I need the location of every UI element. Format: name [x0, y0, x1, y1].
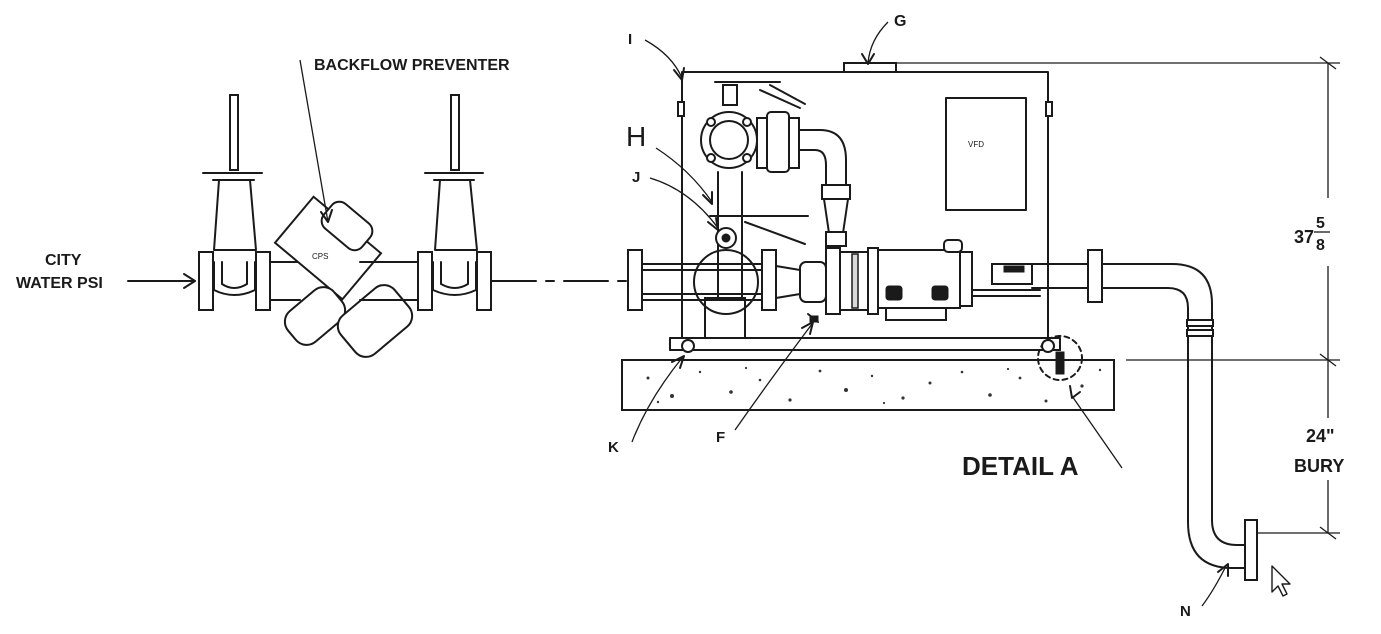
height-num: 5	[1316, 215, 1325, 232]
vfd-label: VFD	[968, 140, 984, 149]
height-den: 8	[1316, 237, 1325, 254]
callout-h: H	[626, 121, 713, 205]
concrete-pad	[621, 359, 1115, 411]
discharge-pipe	[991, 249, 1258, 581]
bury-depth: 24"	[1306, 426, 1335, 446]
enclosure: VFD	[669, 62, 1061, 353]
bury-label: BURY	[1294, 456, 1344, 476]
backflow-preventer-label: BACKFLOW PREVENTER	[314, 57, 510, 74]
city-water-inlet: CITY WATER PSI	[16, 252, 196, 292]
pressure-gauge-assembly	[709, 215, 809, 249]
callout-f: F	[716, 321, 814, 446]
callout-n: N	[1180, 563, 1229, 620]
detail-a-label: DETAIL A	[962, 451, 1079, 481]
callout-g: G	[861, 13, 906, 65]
city-water-label-1: CITY	[45, 252, 82, 269]
city-water-label-2: WATER PSI	[16, 275, 103, 292]
pump-motor	[799, 239, 1041, 323]
callout-j: J	[632, 169, 719, 231]
svg-text:F: F	[716, 429, 725, 446]
backflow-preventer: CPS BACKFLOW PREVENTER	[269, 57, 510, 358]
right-gate-valve	[417, 94, 492, 311]
upper-valve-assembly	[700, 81, 851, 301]
svg-text:I: I	[628, 31, 632, 48]
svg-text:J: J	[632, 169, 640, 186]
valve-tag-label: CPS	[312, 252, 328, 261]
suction-pipe	[627, 249, 801, 315]
callout-k: K	[608, 355, 685, 456]
left-gate-valve	[198, 94, 271, 311]
height-whole: 37	[1294, 227, 1314, 247]
detail-a-marker: DETAIL A	[962, 335, 1123, 481]
callout-i: I	[628, 31, 685, 81]
svg-text:N: N	[1180, 603, 1191, 620]
bury-dimension: 24" BURY	[1126, 359, 1344, 540]
height-dimension: 37 5 8	[896, 56, 1340, 367]
svg-text:K: K	[608, 439, 619, 456]
svg-text:H: H	[626, 121, 646, 152]
mouse-pointer-icon	[1271, 565, 1291, 597]
svg-text:G: G	[894, 13, 906, 30]
